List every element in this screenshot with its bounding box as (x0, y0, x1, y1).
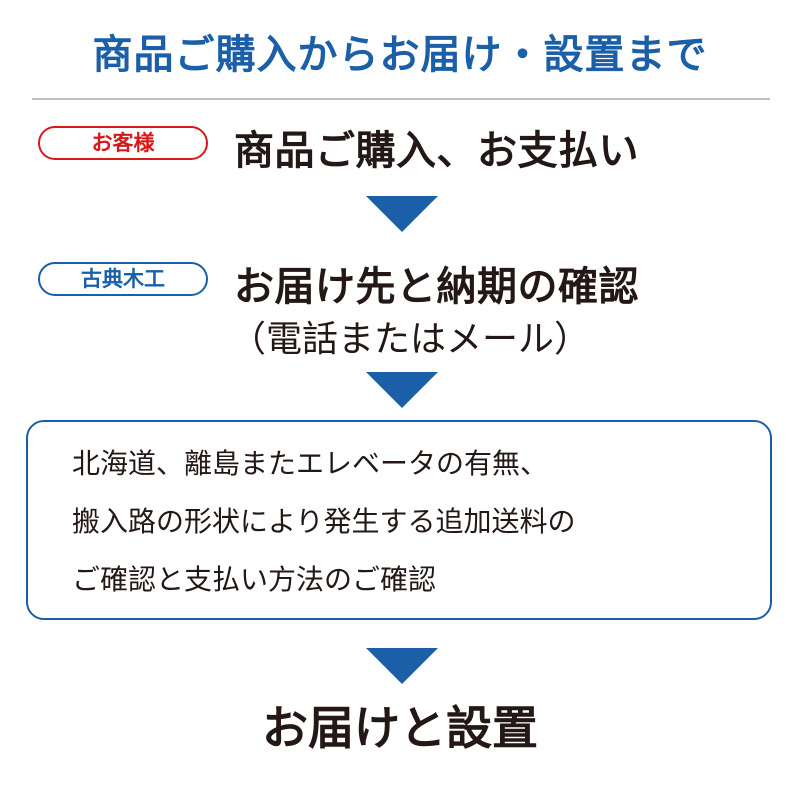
down-arrow-icon (366, 196, 438, 232)
actor-badge-customer: お客様 (38, 126, 208, 160)
page-title: 商品ご購入からお届け・設置まで (92, 32, 708, 78)
note-line: 搬入路の形状により発生する追加送料の (72, 505, 576, 538)
step-confirm-subtitle: （電話またはメール） (230, 319, 591, 360)
down-arrow-icon (366, 372, 438, 408)
down-arrow-icon (366, 648, 438, 684)
note-line: ご確認と支払い方法のご確認 (72, 563, 437, 596)
step-purchase-title: 商品ご購入、お支払い (234, 128, 639, 174)
note-box: 北海道、離島またエレベータの有無、 搬入路の形状により発生する追加送料の ご確認… (26, 420, 772, 620)
title-divider (32, 98, 770, 100)
actor-badge-company: 古典木工 (38, 262, 208, 296)
final-step-title: お届けと設置 (262, 701, 538, 755)
note-line: 北海道、離島またエレベータの有無、 (72, 447, 549, 480)
step-confirm-title: お届け先と納期の確認 (234, 264, 639, 310)
